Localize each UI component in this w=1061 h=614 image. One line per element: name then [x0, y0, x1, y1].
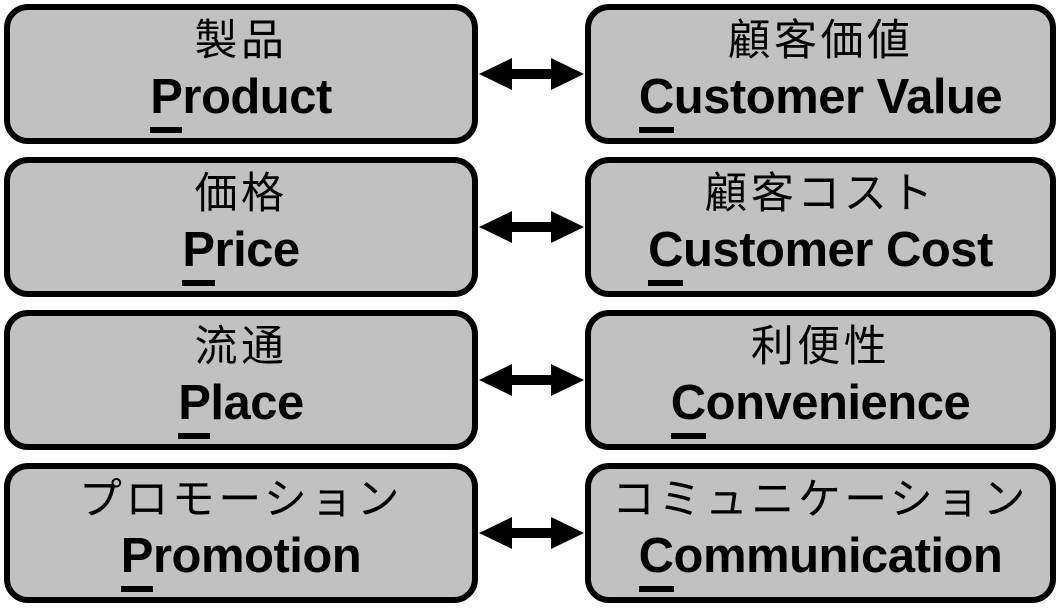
japanese-label: コミュニケーション — [611, 476, 1030, 525]
mapping-row-promotion: プロモーション Promotion コミュニケーション Communicatio… — [4, 463, 1056, 603]
japanese-label: 流通 — [194, 323, 288, 372]
underlined-initial: P — [120, 528, 153, 592]
japanese-label: 利便性 — [750, 323, 891, 372]
arrow-cell — [478, 463, 585, 603]
label-rest: onvenience — [705, 376, 971, 431]
box-promotion: プロモーション Promotion — [4, 463, 478, 603]
english-label: Price — [182, 222, 301, 286]
underlined-initial: P — [182, 222, 215, 286]
box-customer-cost: 顧客コスト Customer Cost — [585, 157, 1056, 297]
mapping-row-product: 製品 Product 顧客価値 Customer Value — [4, 4, 1056, 144]
box-customer-value: 顧客価値 Customer Value — [585, 4, 1056, 144]
english-label: Product — [150, 69, 332, 133]
english-label: Customer Value — [638, 69, 1003, 133]
double-arrow-icon — [479, 58, 584, 90]
underlined-initial: P — [178, 375, 211, 439]
label-rest: lace — [210, 376, 304, 431]
english-label: Convenience — [670, 375, 971, 439]
label-rest: roduct — [182, 70, 332, 125]
label-rest: rice — [214, 223, 301, 278]
japanese-label: 顧客コスト — [704, 170, 937, 219]
japanese-label: 製品 — [194, 17, 288, 66]
double-arrow-icon — [479, 517, 584, 549]
english-label: Customer Cost — [648, 222, 993, 286]
double-arrow-icon — [479, 211, 584, 243]
arrow-cell — [478, 4, 585, 144]
japanese-label: 価格 — [194, 170, 288, 219]
arrow-cell — [478, 157, 585, 297]
box-communication: コミュニケーション Communication — [585, 463, 1056, 603]
underlined-initial: C — [638, 528, 674, 592]
mapping-row-place: 流通 Place 利便性 Convenience — [4, 310, 1056, 450]
label-rest: romotion — [152, 529, 362, 584]
box-product: 製品 Product — [4, 4, 478, 144]
underlined-initial: C — [670, 375, 706, 439]
underlined-initial: C — [648, 222, 684, 286]
label-rest: ustomer Value — [673, 70, 1003, 125]
japanese-label: プロモーション — [78, 476, 404, 525]
double-arrow-icon — [479, 364, 584, 396]
english-label: Promotion — [120, 528, 362, 592]
mapping-grid: 製品 Product 顧客価値 Customer Value 価格 Price — [4, 4, 1056, 603]
japanese-label: 顧客価値 — [727, 17, 914, 66]
underlined-initial: P — [150, 69, 183, 133]
label-rest: ustomer Cost — [683, 223, 993, 278]
english-label: Communication — [638, 528, 1003, 592]
label-rest: ommunication — [673, 529, 1003, 584]
mapping-row-price: 価格 Price 顧客コスト Customer Cost — [4, 157, 1056, 297]
english-label: Place — [178, 375, 304, 439]
arrow-cell — [478, 310, 585, 450]
underlined-initial: C — [638, 69, 674, 133]
box-convenience: 利便性 Convenience — [585, 310, 1056, 450]
box-place: 流通 Place — [4, 310, 478, 450]
box-price: 価格 Price — [4, 157, 478, 297]
